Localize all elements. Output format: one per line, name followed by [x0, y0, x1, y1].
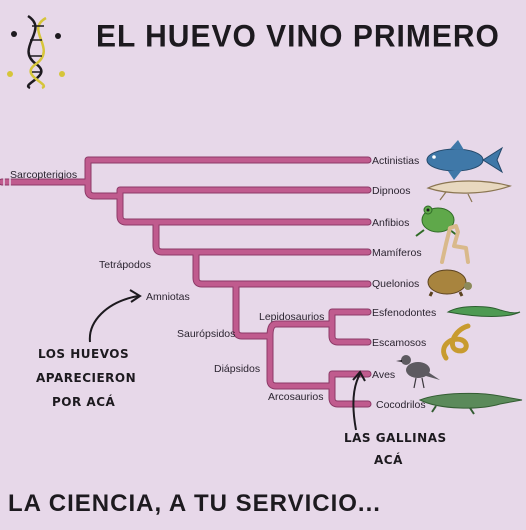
crocodile-icon [418, 392, 523, 415]
hens-annotation: LAS GALLINAS ACÁ [344, 370, 447, 467]
tuatara-icon [446, 306, 521, 317]
taxon-label-quelonios: Quelonios [372, 278, 419, 290]
taxon-label-actinistias: Actinistias [372, 155, 419, 167]
clade-label-sarcopterigios: Sarcopterigios [10, 169, 77, 181]
llama-icon [440, 224, 470, 264]
lungfish-icon [426, 180, 512, 203]
taxon-label-anfibios: Anfibios [372, 217, 409, 229]
footer-tagline: LA CIENCIA, A TU SERVICIO... [8, 490, 381, 517]
tree-branches [0, 156, 372, 408]
eggs-note-line-3: POR ACÁ [52, 394, 116, 409]
eggs-note-line-2: APARECIERON [36, 371, 136, 385]
clade-label-tetrapodos: Tetrápodos [99, 259, 151, 271]
bird-icon [396, 355, 440, 389]
taxon-label-esfenodontes: Esfenodontes [372, 307, 436, 319]
clade-label-arcosaurios: Arcosaurios [268, 391, 323, 403]
clade-label-lepidosaurios: Lepidosaurios [259, 311, 324, 323]
hens-note-line-1: LAS GALLINAS [344, 431, 447, 445]
page-title: EL HUEVO VINO PRIMERO [96, 19, 500, 54]
taxon-label-escamosos: Escamosos [372, 337, 426, 349]
snake-icon [441, 323, 471, 361]
dna-helix-icon [7, 14, 65, 90]
taxon-label-cocodrilos: Cocodrilos [376, 399, 426, 411]
clade-label-diapsidos: Diápsidos [214, 363, 260, 375]
eggs-note-line-1: LOS HUEVOS [38, 347, 129, 361]
clade-label-sauropsidos: Saurópsidos [177, 328, 235, 340]
taxon-label-mamiferos: Mamíferos [372, 247, 422, 259]
eggs-annotation: LOS HUEVOS APARECIERON POR ACÁ [36, 289, 142, 409]
frog-icon [415, 205, 459, 237]
taxon-label-dipnoos: Dipnoos [372, 185, 411, 197]
taxon-label-aves: Aves [372, 369, 395, 381]
hens-note-line-2: ACÁ [374, 452, 403, 467]
clade-label-amniotas: Amniotas [146, 291, 190, 303]
tortoise-icon [427, 269, 472, 297]
coelacanth-icon [426, 140, 504, 180]
